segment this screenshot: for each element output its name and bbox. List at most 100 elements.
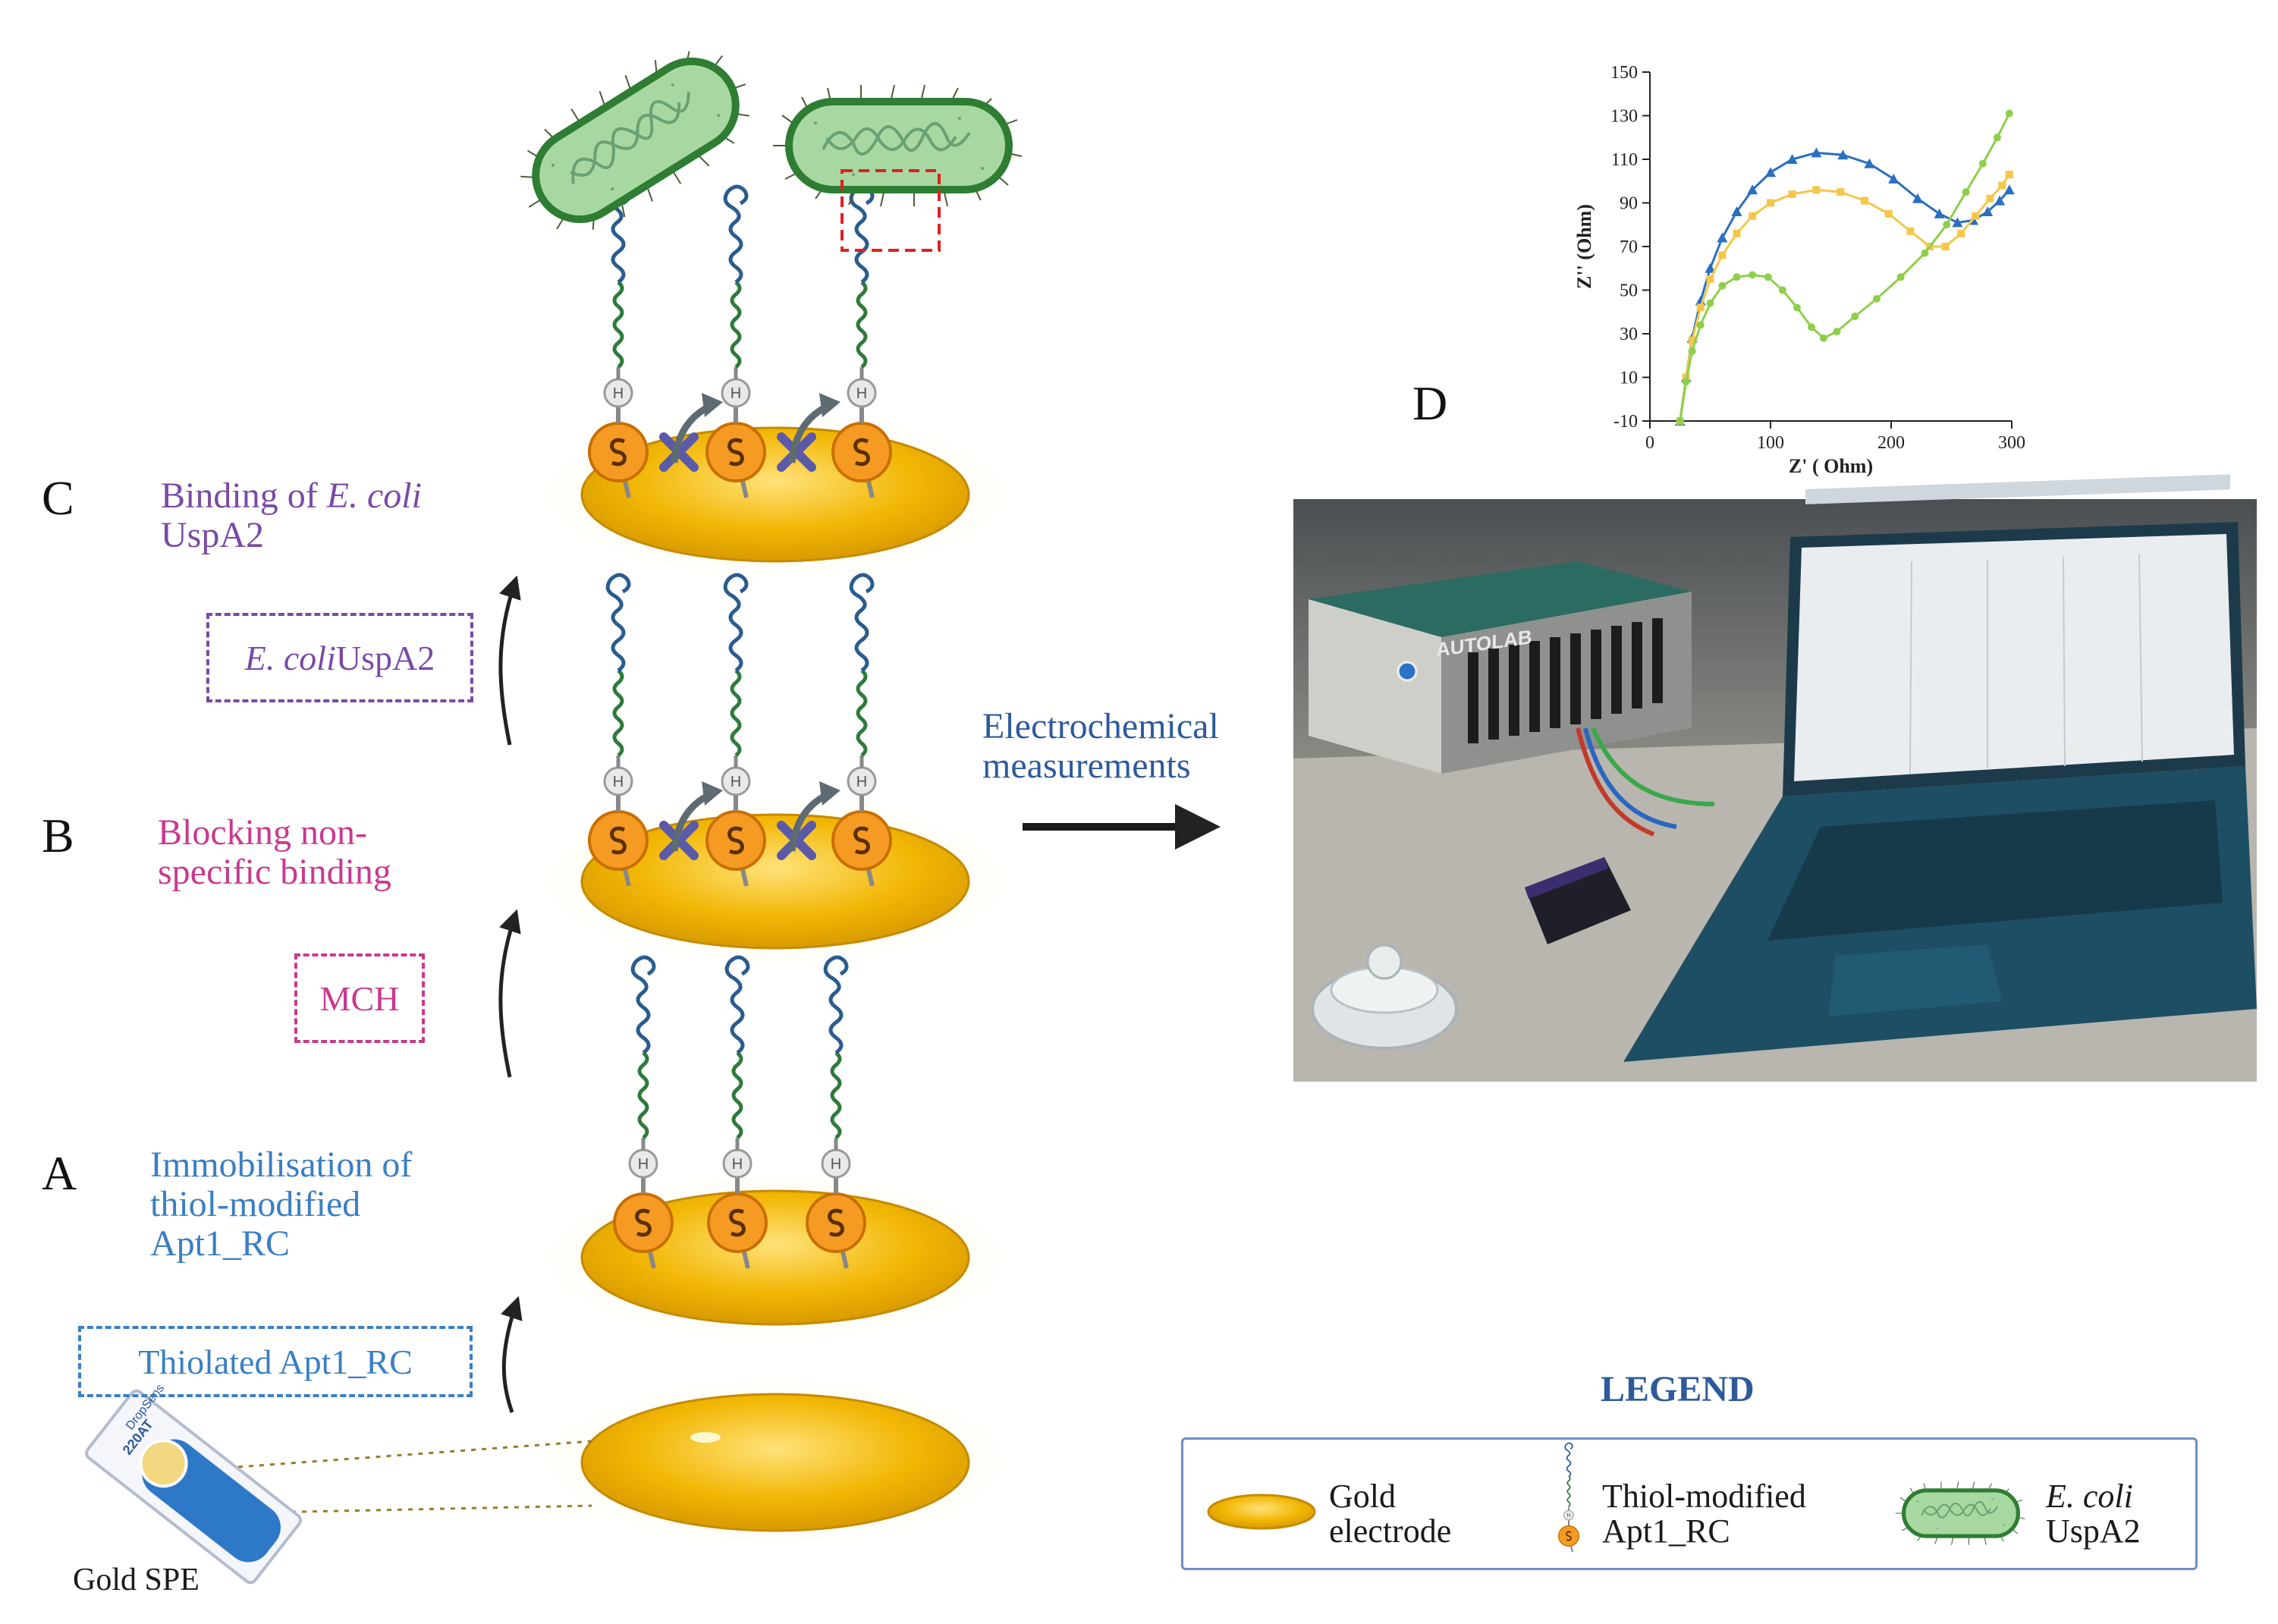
series-point-1: [1986, 194, 1994, 203]
series-point-0: [1982, 206, 1994, 216]
reagent-box-b: MCH: [294, 953, 425, 1043]
series-point-1: [1718, 251, 1727, 259]
y-tick-label: 150: [1610, 63, 1638, 83]
y-tick-label: 130: [1610, 107, 1638, 127]
x-axis-label: Z' ( Ohm): [1789, 455, 1873, 477]
series-point-2: [1921, 249, 1929, 257]
step-arrow-b: [498, 909, 521, 1078]
series-point-1: [1696, 303, 1705, 312]
series-point-1: [1788, 190, 1796, 198]
reagent-a-text: Thiolated Apt1_RC: [138, 1342, 413, 1381]
series-point-0: [1934, 208, 1945, 218]
series-point-2: [1993, 134, 2001, 142]
series-point-1: [1733, 229, 1741, 237]
step-c-label-prefix: Binding of: [161, 476, 327, 516]
series-point-1: [1998, 181, 2006, 190]
step-letter-c: C: [42, 471, 74, 525]
series-point-2: [1676, 417, 1684, 425]
series-point-2: [1962, 188, 1970, 196]
legend-label-bacterium: E. coli UspA2: [2046, 1478, 2167, 1550]
series-point-0: [1811, 147, 1822, 158]
projection-line-top: [227, 1440, 592, 1469]
series-point-2: [1682, 378, 1690, 386]
series-point-1: [1957, 229, 1965, 237]
series-point-1: [1812, 186, 1821, 194]
series-point-1: [1837, 188, 1845, 196]
y-tick-label: 110: [1611, 150, 1638, 170]
aptamer-c2: [707, 187, 765, 498]
series-point-0: [1717, 232, 1728, 243]
legend-title: LEGEND: [1601, 1369, 1755, 1409]
y-axis-label: Z'' (Ohm): [1573, 204, 1595, 289]
series-point-2: [1808, 323, 1816, 331]
series-point-0: [1731, 206, 1742, 216]
electrode-bare: [525, 1375, 1026, 1550]
series-point-2: [1793, 303, 1801, 312]
measurement-label: Electrochemical measurements: [982, 706, 1219, 786]
series-point-2: [1696, 321, 1705, 329]
reagent-c-suffix: UspA2: [335, 638, 435, 677]
series-line-1: [1679, 174, 2011, 422]
series-point-2: [1943, 221, 1951, 229]
gold-spe-label: Gold SPE: [73, 1563, 200, 1597]
x-tick-label: 200: [1877, 433, 1905, 453]
step-letter-b: B: [42, 809, 74, 862]
series-point-1: [1941, 243, 1950, 250]
series-point-1: [1688, 336, 1696, 344]
legend-label-gold-electrode: Gold electrode: [1329, 1478, 1452, 1550]
legend-gold-electrode-icon: [1207, 1494, 1316, 1530]
series-point-0: [1747, 184, 1758, 195]
series-point-2: [1718, 281, 1727, 290]
laptop: [1623, 474, 2257, 1062]
series-point-1: [1749, 212, 1757, 220]
aptamer-b1: [589, 575, 647, 886]
aptamer-a2: [709, 957, 766, 1268]
y-tick-label: 70: [1620, 237, 1638, 257]
y-tick-label: 10: [1620, 369, 1638, 388]
y-tick-label: 30: [1620, 325, 1638, 344]
series-point-2: [1851, 313, 1859, 320]
series-point-0: [1864, 158, 1875, 168]
step-letter-a: A: [42, 1146, 77, 1200]
step-b-label: Blocking non-specific binding: [158, 812, 391, 892]
bacterium-left: [497, 24, 772, 259]
series-point-0: [1705, 262, 1716, 273]
legend-box: [1181, 1437, 2198, 1570]
aptamer-b3: [833, 575, 891, 886]
instrument-photo: [1293, 474, 2257, 1082]
series-point-2: [1819, 334, 1827, 342]
step-arrow-a: [501, 1296, 523, 1413]
series-point-1: [1972, 212, 1980, 220]
gold-spe-strip: DropSens 220AT: [85, 1382, 302, 1585]
series-point-0: [1952, 217, 1963, 228]
series-point-1: [1884, 209, 1893, 218]
series-line-2: [1679, 112, 2011, 422]
step-arrow-c: [498, 575, 521, 746]
reagent-b-text: MCH: [319, 978, 400, 1018]
x-tick-label: 100: [1757, 433, 1784, 453]
series-point-2: [1872, 295, 1881, 303]
aptamer-a3: [807, 957, 865, 1268]
aptamer-b2: [707, 575, 765, 886]
legend-label-bacterium-suffix: UspA2: [2046, 1512, 2141, 1550]
series-point-2: [1749, 271, 1757, 279]
series-point-1: [1861, 196, 1869, 205]
series-point-0: [2003, 184, 2015, 195]
binding-highlight-box: [841, 169, 941, 252]
aptamer-a1: [614, 957, 672, 1268]
series-point-1: [2005, 171, 2013, 179]
electrode-step-a: [525, 1170, 1026, 1345]
y-tick-label: 90: [1620, 194, 1638, 214]
series-point-2: [1764, 273, 1772, 281]
series-point-2: [1688, 347, 1696, 355]
series-point-0: [1912, 193, 1923, 203]
x-tick-label: 0: [1645, 433, 1654, 453]
step-c-label: Binding of E. coli UspA2: [161, 476, 495, 555]
series-point-0: [1888, 173, 1899, 184]
step-letter-d: D: [1412, 376, 1448, 430]
aptamer-c1: [589, 187, 647, 498]
step-a-label: Immobilisation of thiol-modified Apt1_RC: [150, 1145, 413, 1264]
